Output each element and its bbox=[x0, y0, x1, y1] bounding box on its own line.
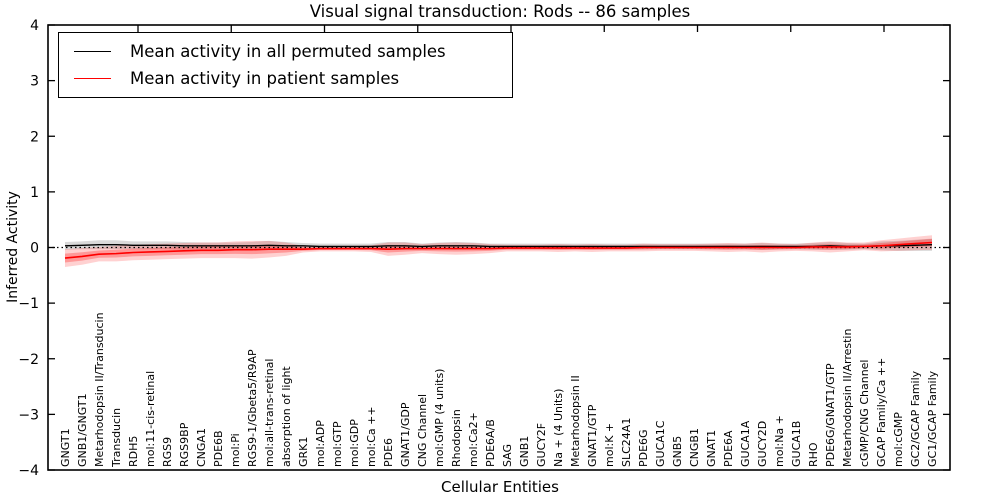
legend-entry-permuted: Mean activity in all permuted samples bbox=[74, 42, 512, 61]
x-tick-label: mol:Pi bbox=[229, 433, 242, 467]
y-tick-label: 4 bbox=[30, 18, 39, 34]
y-tick-label: 0 bbox=[30, 241, 39, 257]
y-tick-label: 3 bbox=[30, 74, 39, 90]
x-tick-label: Metarhodopsin II/Arrestin bbox=[841, 329, 854, 467]
x-tick-label: SLC24A1 bbox=[620, 418, 633, 467]
x-tick-label: mol:11-cis-retinal bbox=[144, 371, 157, 467]
x-tick-label: mol:K + bbox=[603, 423, 616, 467]
x-tick-label: RGS9-1/Gbeta5/R9AP bbox=[246, 349, 259, 467]
x-tick-label: PDE6A/B bbox=[484, 419, 497, 467]
x-tick-label: mol:cGMP bbox=[892, 412, 905, 467]
legend-line-black bbox=[74, 50, 111, 52]
legend-entry-patient: Mean activity in patient samples bbox=[74, 69, 512, 88]
x-tick-label: SAG bbox=[501, 444, 514, 467]
x-tick-label: GUCY2D bbox=[756, 421, 769, 467]
x-tick-label: GNGT1 bbox=[59, 428, 72, 467]
x-tick-label: GNAT1/GDP bbox=[399, 402, 412, 467]
legend: Mean activity in all permuted samples Me… bbox=[58, 32, 513, 98]
x-tick-label: mol:GTP bbox=[331, 421, 344, 467]
legend-label-permuted: Mean activity in all permuted samples bbox=[130, 41, 446, 61]
x-axis-label: Cellular Entities bbox=[441, 478, 559, 496]
x-tick-label: GNB1/GNGT1 bbox=[76, 393, 89, 467]
x-tick-label: PDE6G bbox=[637, 429, 650, 467]
x-tick-label: GNAT1/GTP bbox=[586, 404, 599, 467]
legend-label-patient: Mean activity in patient samples bbox=[130, 69, 400, 89]
x-tick-label: GNB5 bbox=[671, 436, 684, 467]
x-tick-label: GUCA1C bbox=[654, 420, 667, 467]
x-tick-label: GNAT1 bbox=[705, 430, 718, 467]
x-tick-label: GUCA1B bbox=[790, 421, 803, 467]
chart-title: Visual signal transduction: Rods -- 86 s… bbox=[309, 2, 691, 21]
y-tick-label: −4 bbox=[18, 463, 39, 479]
x-tick-label: Transducin bbox=[110, 408, 123, 468]
x-tick-label: GUCY2F bbox=[535, 423, 548, 467]
x-tick-label: mol:Na + bbox=[773, 415, 786, 467]
patient-band-inner bbox=[65, 238, 932, 263]
x-tick-label: PDE6A bbox=[722, 430, 735, 467]
x-tick-label: RHO bbox=[807, 442, 820, 467]
x-tick-label: mol:all-trans-retinal bbox=[263, 359, 276, 467]
permuted-mean-line bbox=[64, 244, 933, 248]
x-tick-label: Metarhodopsin II bbox=[569, 375, 582, 467]
y-tick-label: 1 bbox=[30, 185, 39, 201]
x-tick-label: CNG Channel bbox=[416, 394, 429, 467]
y-tick-label: −3 bbox=[18, 407, 39, 423]
x-tick-label: mol:GMP (4 units) bbox=[433, 369, 446, 467]
y-tick-label: 2 bbox=[30, 129, 39, 145]
y-tick-label: −1 bbox=[18, 296, 39, 312]
x-tick-label: RGS9BP bbox=[178, 422, 191, 467]
patient-band-outer bbox=[65, 235, 932, 267]
y-axis-label: Inferred Activity bbox=[5, 191, 21, 303]
patient-mean-line bbox=[64, 241, 933, 259]
x-tick-label: CNGA1 bbox=[195, 428, 208, 467]
x-tick-label: GNB1 bbox=[518, 436, 531, 467]
y-tick-label: −2 bbox=[18, 352, 39, 368]
x-tick-label: GC1/GCAP Family bbox=[926, 370, 939, 467]
x-tick-label: CNGB1 bbox=[688, 428, 701, 467]
x-tick-label: mol:Ca2+ bbox=[467, 412, 480, 467]
x-tick-label: PDE6G/GNAT1/GTP bbox=[824, 363, 837, 467]
x-tick-label: GRK1 bbox=[297, 437, 310, 467]
x-tick-label: Na + (4 Units) bbox=[552, 389, 565, 467]
x-tick-label: absorption of light bbox=[280, 366, 293, 467]
x-tick-label: RGS9 bbox=[161, 437, 174, 467]
x-tick-label: mol:Ca ++ bbox=[365, 406, 378, 467]
x-tick-label: mol:ADP bbox=[314, 420, 327, 467]
x-tick-label: mol:GDP bbox=[348, 419, 361, 467]
x-tick-label: GUCA1A bbox=[739, 420, 752, 467]
x-tick-label: RDH5 bbox=[127, 436, 140, 467]
x-tick-label: GC2/GCAP Family bbox=[909, 370, 922, 467]
x-tick-label: Rhodopsin bbox=[450, 409, 463, 467]
x-tick-label: PDE6B bbox=[212, 430, 225, 467]
x-tick-label: PDE6 bbox=[382, 438, 395, 467]
x-tick-label: cGMP/CNG Channel bbox=[858, 360, 871, 468]
x-tick-label: Metarhodopsin II/Transducin bbox=[93, 312, 106, 467]
x-tick-label: GCAP Family/Ca ++ bbox=[875, 358, 888, 467]
legend-line-red bbox=[74, 78, 111, 80]
